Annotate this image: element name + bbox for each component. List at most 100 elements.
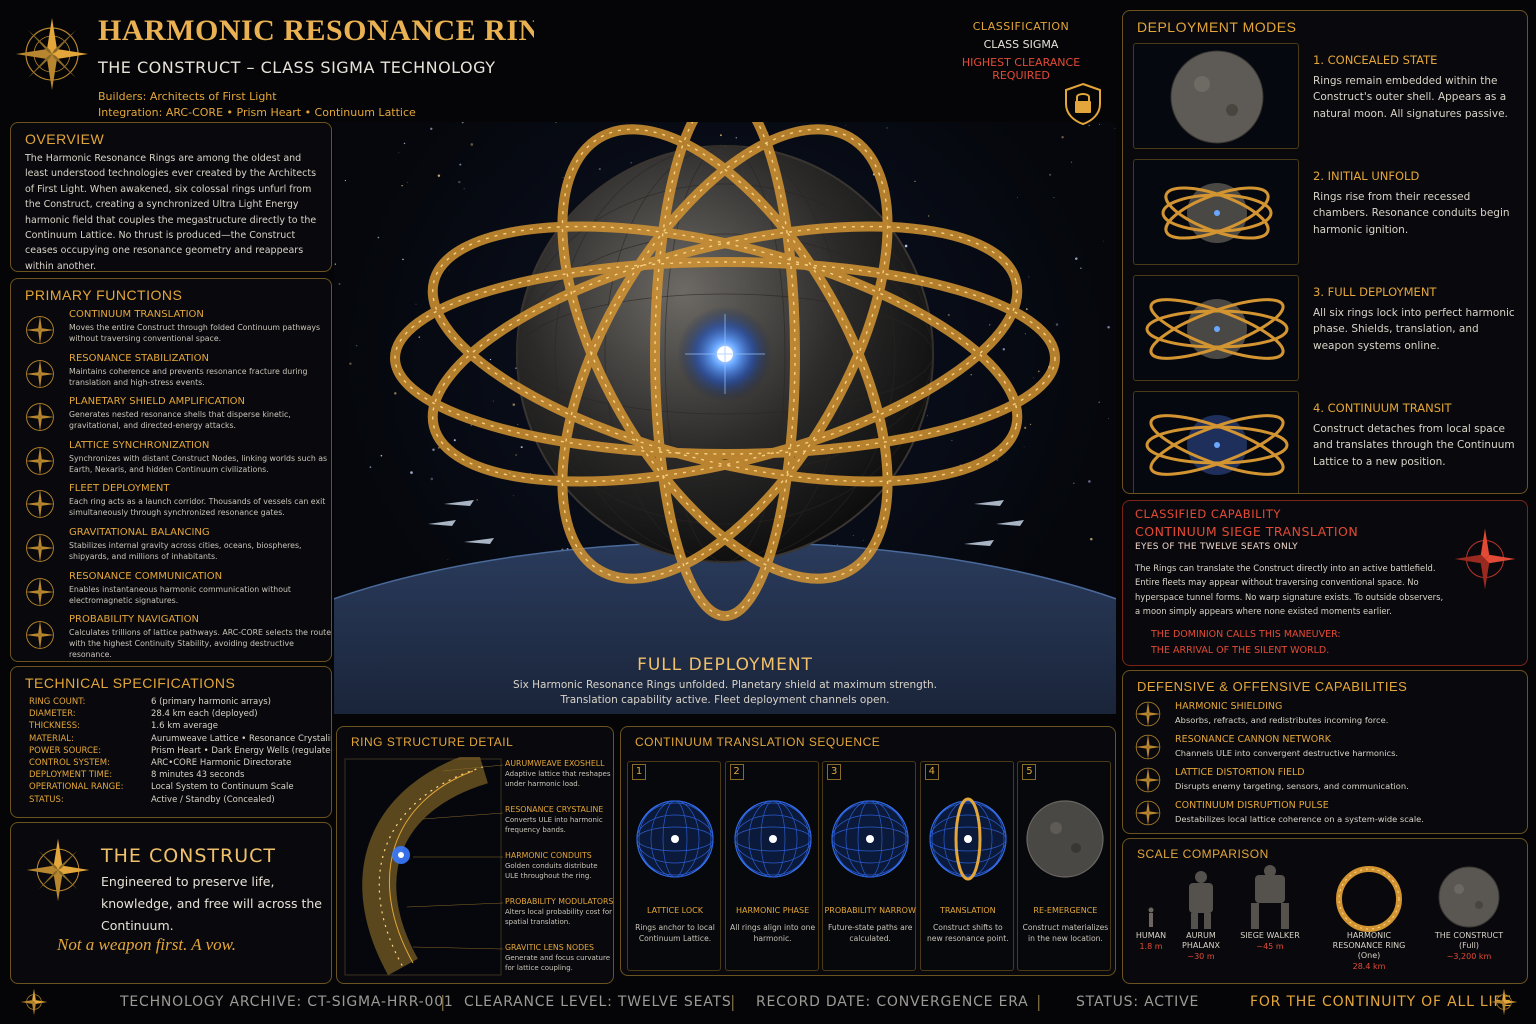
footer: TECHNOLOGY ARCHIVE: CT-SIGMA-HRR-001 | C… (0, 984, 1536, 1024)
sequence-step-number: 5 (1022, 764, 1037, 780)
red-compass-icon (1454, 528, 1516, 590)
spec-row: STATUS:Active / Standby (Concealed) (29, 795, 329, 807)
sequence-step-illustration (1026, 800, 1104, 878)
ring-detail-label-desc: Converts ULE into harmonic frequency ban… (505, 816, 603, 834)
spec-value: 8 minutes 43 seconds (151, 770, 245, 781)
compass-icon (25, 402, 55, 432)
sequence-step-title: TRANSLATION (939, 906, 996, 915)
footer-motto: FOR THE CONTINUITY OF ALL LIFE (1250, 994, 1512, 1010)
compass-emblem-icon (16, 18, 88, 90)
ring-detail-label-desc: Adaptive lattice that reshapes under har… (505, 770, 611, 788)
scale-item-name: AURUM PHALANX (1182, 931, 1220, 950)
function-desc: Calculates trillions of lattice pathways… (69, 628, 332, 660)
function-emblem-icon (23, 444, 57, 478)
sequence-step-title: RE-EMERGENCE (1033, 906, 1098, 915)
function-desc: Stabilizes internal gravity across citie… (69, 541, 302, 561)
sequence-step-number: 1 (632, 764, 646, 780)
scale-silhouettes (1148, 865, 1500, 932)
function-title: RESONANCE COMMUNICATION (69, 570, 223, 582)
mode-title: 3. FULL DEPLOYMENT (1313, 285, 1437, 299)
mode-title: 1. CONCEALED STATE (1313, 53, 1438, 67)
compass-icon (25, 359, 55, 388)
capability-title: RESONANCE CANNON NETWORK (1175, 734, 1332, 745)
compass-icon (1135, 734, 1161, 760)
scale-comparison-panel: SCALE COMPARISON HUMAN 1.8 m AURUM PHALANX… (1122, 838, 1528, 984)
title-block: HARMONIC RESONANCE RINGS THE CONSTRUCT –… (10, 10, 534, 118)
capability-emblem-icon (1133, 765, 1163, 795)
compass-icon (1135, 701, 1161, 727)
function-desc: Synchronizes with distant Construct Node… (69, 453, 328, 474)
hero-caption-text: Six Harmonic Resonance Rings unfolded. P… (334, 678, 1116, 708)
footer-clearance: CLEARANCE LEVEL: TWELVE SEATS (464, 994, 732, 1010)
function-desc: Enables instantaneous harmonic communica… (69, 584, 291, 605)
sequence-step-desc: Rings anchor to local Continuum Lattice. (635, 923, 715, 943)
function-title: PROBABILITY NAVIGATION (69, 614, 199, 626)
sequence-step-title: HARMONIC PHASE (736, 906, 810, 915)
function-desc: Moves the entire Construct through folde… (69, 323, 321, 343)
spec-value: Local System to Continuum Scale (151, 782, 294, 793)
scale-comparison-title: SCALE COMPARISON (1137, 847, 1269, 861)
function-item: PLANETARY SHIELD AMPLIFICATION Generates … (23, 396, 329, 438)
classified-capability-panel: CLASSIFIED CAPABILITY CONTINUUM SIEGE TR… (1122, 500, 1528, 666)
function-title: RESONANCE STABILIZATION (69, 352, 209, 364)
function-item: PROBABILITY NAVIGATION Calculates trillio… (23, 614, 331, 659)
function-emblem-icon (23, 487, 57, 521)
capability-desc: Absorbs, refracts, and redistributes inc… (1175, 715, 1389, 725)
capability-item: HARMONIC SHIELDING Absorbs, refracts, and… (1133, 699, 1525, 731)
capability-desc: Channels ULE into convergent destructive… (1175, 748, 1399, 758)
classified-label: CLASSIFIED CAPABILITY (1135, 507, 1281, 521)
scale-item-size: 1.8 m (1139, 942, 1163, 951)
integration-line: Integration: ARC-CORE • Prism Heart • Co… (98, 106, 416, 118)
function-title: PLANETARY SHIELD AMPLIFICATION (69, 396, 246, 408)
scale-item-name: HUMAN (1135, 931, 1167, 940)
classified-eyes-only: EYES OF THE TWELVE SEATS ONLY (1135, 542, 1298, 552)
hero-caption-line: Six Harmonic Resonance Rings unfolded. P… (513, 679, 937, 691)
classified-quote-line: THE ARRIVAL OF THE SILENT WORLD. (1151, 645, 1330, 656)
ring-detail-label-desc: Golden conduits distribute ULE throughou… (505, 862, 598, 880)
translation-sequence-title: CONTINUUM TRANSLATION SEQUENCE (635, 735, 881, 749)
compass-icon (25, 620, 55, 650)
walker-silhouette (1251, 865, 1289, 929)
mode-desc: All six rings lock into perfect harmonic… (1313, 307, 1515, 352)
mode-illustration (1161, 183, 1273, 243)
scale-item: SIEGE WALKER~45 m (1240, 931, 1300, 951)
spec-value: ARC•CORE Harmonic Directorate (151, 758, 292, 768)
clearance-warning: HIGHEST CLEARANCE REQUIRED (961, 56, 1081, 82)
compass-emblem-icon (26, 838, 90, 902)
capability-desc: Disrupts enemy targeting, sensors, and c… (1175, 781, 1409, 791)
capability-title: HARMONIC SHIELDING (1175, 701, 1283, 712)
spec-row: DEPLOYMENT TIME:8 minutes 43 seconds (29, 770, 329, 782)
function-desc: Generates nested resonance shells that d… (69, 410, 291, 431)
mode-thumbnail (1133, 159, 1299, 265)
footer-status: STATUS: ACTIVE (1076, 994, 1200, 1010)
ring-structure-detail-panel: RING STRUCTURE DETAIL AURUMWEAVE EXOSHEL… (336, 726, 614, 984)
overview-title: OVERVIEW (25, 131, 105, 147)
capability-emblem-icon (1133, 732, 1163, 762)
ring-detail-label-desc: Alters local probability cost for spatia… (505, 908, 613, 926)
construct-silhouette (1438, 866, 1500, 928)
capability-title: LATTICE DISTORTION FIELD (1175, 767, 1305, 778)
classified-text: The Rings can translate the Construct di… (1135, 563, 1444, 617)
mode-thumbnail (1133, 43, 1299, 149)
spec-key: CONTROL SYSTEM: (29, 758, 110, 768)
capabilities-title: DEFENSIVE & OFFENSIVE CAPABILITIES (1137, 679, 1408, 694)
footer-separator: | (1036, 992, 1042, 1011)
scale-item: THE CONSTRUCT (Full)~3,200 km (1434, 931, 1504, 961)
compass-icon (1135, 767, 1161, 793)
mode-desc: Rings rise from their recessed chambers.… (1313, 191, 1510, 236)
function-emblem-icon (23, 575, 57, 609)
classified-name: CONTINUUM SIEGE TRANSLATION (1135, 524, 1359, 539)
sequence-step-number: 3 (827, 764, 842, 780)
spec-value: 1.6 km average (151, 721, 218, 732)
capabilities-panel: DEFENSIVE & OFFENSIVE CAPABILITIES HARMO… (1122, 670, 1528, 834)
compass-icon (25, 446, 55, 476)
